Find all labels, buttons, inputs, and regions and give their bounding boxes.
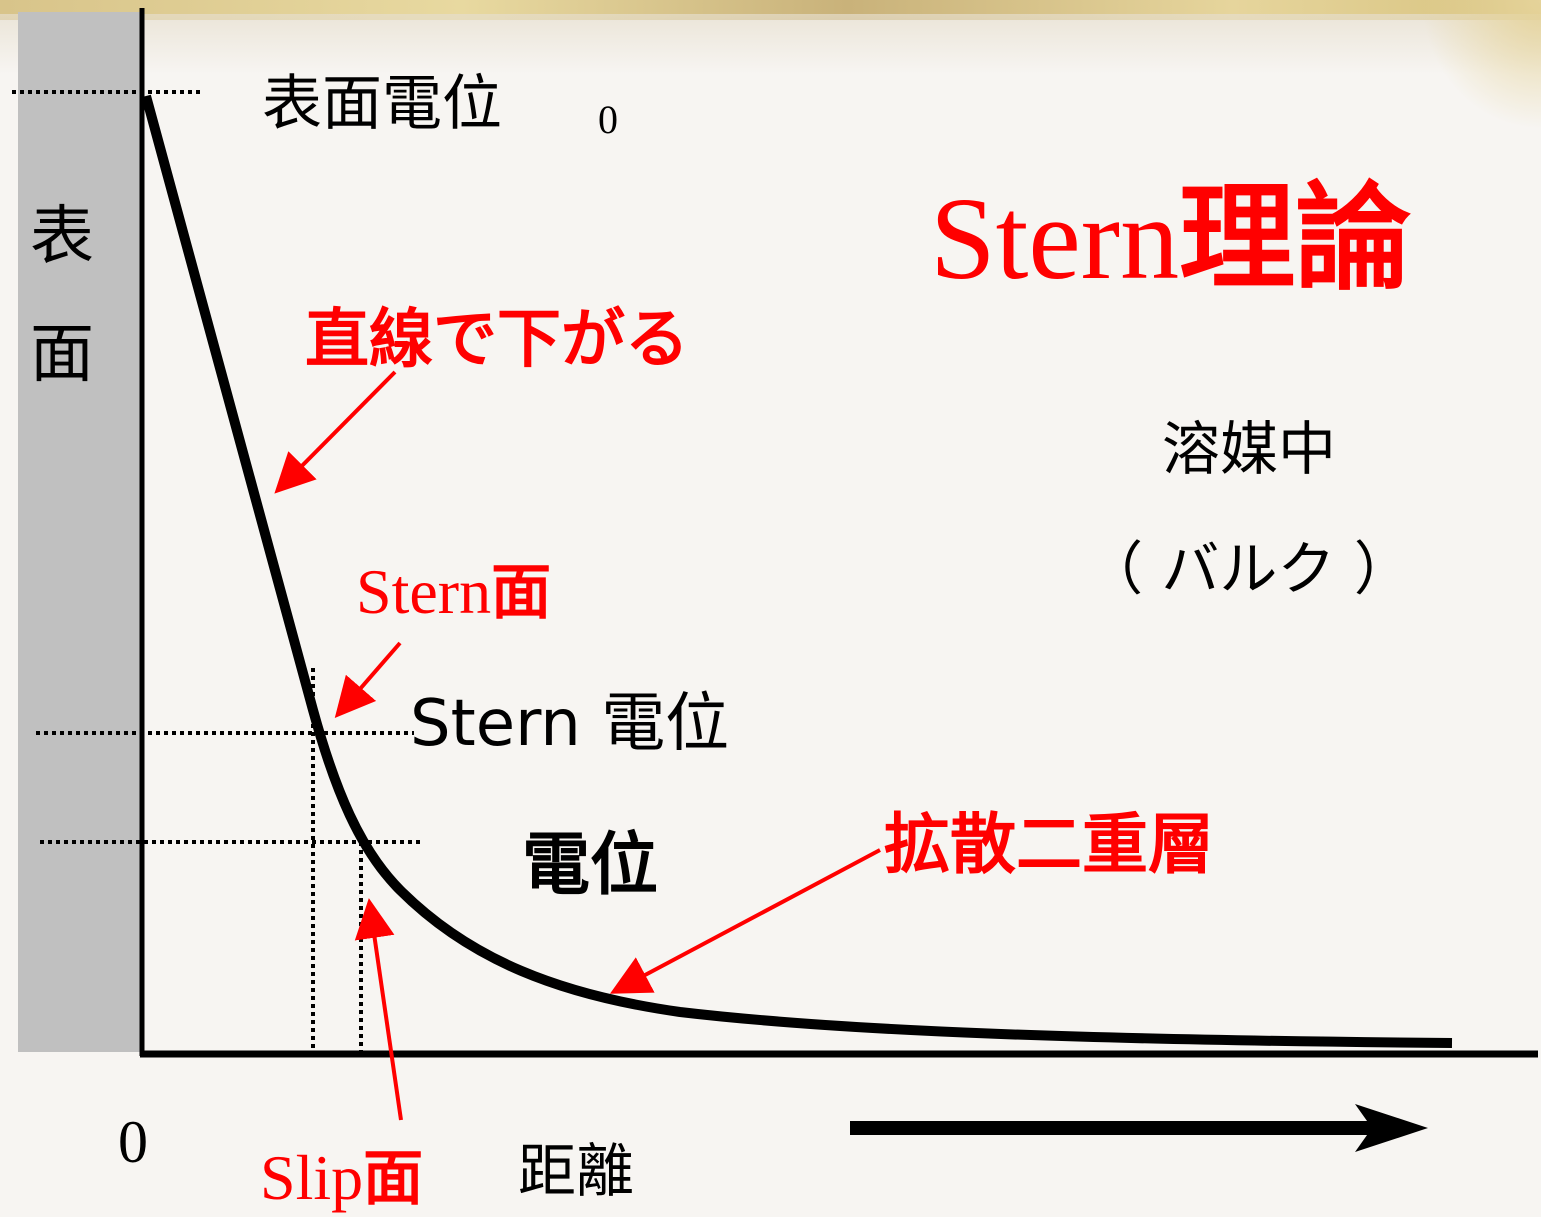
title-kanji: 理論 [1179,171,1412,306]
surface-potential-label: 表面電位 [262,69,502,139]
background-corner-decoration [1421,0,1541,130]
diffuse-layer-label: 拡散二重層 [884,806,1214,883]
stern-plane-latin: Stern [356,556,492,627]
origin-label: 0 [118,1109,148,1175]
slip-plane-label: Slip面 [260,1146,423,1210]
surface-band [18,12,141,1052]
distance-arrow-head [1355,1104,1428,1152]
linear-drop-label: 直線で下がる [305,303,689,377]
bulk-label-line2: （ バルク ） [1085,535,1412,603]
surface-label-char2: 面 [30,318,94,392]
title-latin: Stern [930,173,1180,304]
distance-label: 距離 [518,1137,635,1205]
bulk-label-line1: 溶媒中 [1162,415,1337,483]
linear-drop-arrow [274,370,397,494]
diffuse-layer-arrow [609,848,881,994]
zeta-potential-label: 電位 [522,826,659,905]
stern-plane-label: Stern面 [356,560,551,624]
slip-plane-latin: Slip [260,1142,364,1213]
surface-potential-subscript: 0 [598,97,618,142]
page-title: Stern理論 [930,180,1411,298]
potential-curve [141,94,1453,1048]
slip-plane-kanji: 面 [363,1144,424,1214]
slip-plane-arrow [354,898,403,1121]
background-top-fade [0,14,1541,74]
stern-plane-kanji: 面 [491,558,552,628]
stern-plane-arrow [334,641,402,719]
stern-potential-label: Stern 電位 [410,687,730,761]
surface-label-char1: 表 [30,200,94,274]
